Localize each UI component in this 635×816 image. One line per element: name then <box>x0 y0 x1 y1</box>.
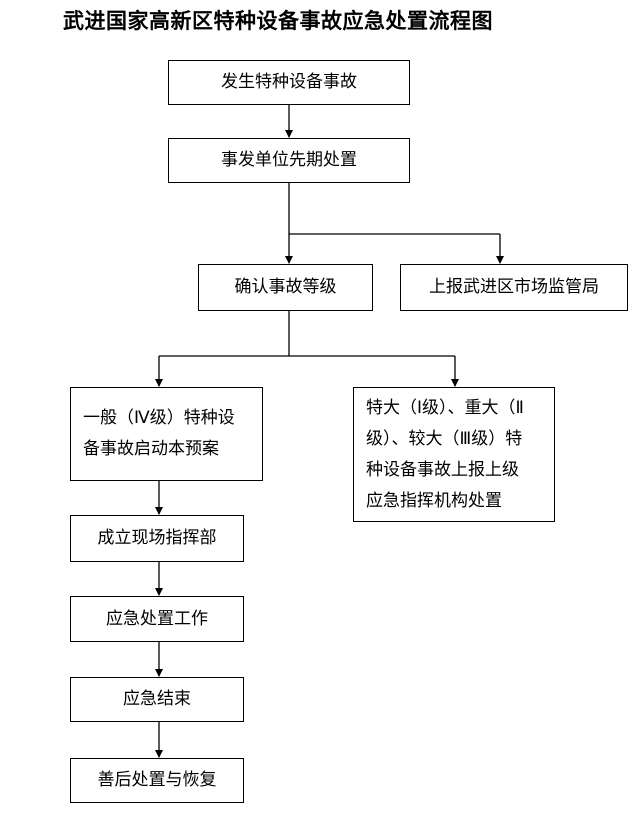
node-confirm-level: 确认事故等级 <box>198 264 373 311</box>
node-major-report-line3: 种设备事故上报上级 <box>366 459 519 480</box>
node-major-report-line2: 级）、较大（Ⅲ级）特 <box>366 428 523 449</box>
node-emergency-work: 应急处置工作 <box>70 596 244 642</box>
node-aftermath-label: 善后处置与恢复 <box>97 770 217 790</box>
node-setup-command: 成立现场指挥部 <box>70 515 244 562</box>
node-setup-command-label: 成立现场指挥部 <box>97 528 217 548</box>
node-aftermath: 善后处置与恢复 <box>70 758 244 803</box>
node-general-plan: 一般（Ⅳ级）特种设 备事故启动本预案 <box>70 387 263 481</box>
node-initial-response: 事发单位先期处置 <box>168 138 410 183</box>
node-general-plan-line1: 一般（Ⅳ级）特种设 <box>83 408 235 428</box>
node-emergency-end: 应急结束 <box>70 677 244 722</box>
node-confirm-level-label: 确认事故等级 <box>234 277 337 297</box>
node-major-report-line4: 应急指挥机构处置 <box>366 490 502 511</box>
node-general-plan-line2: 备事故启动本预案 <box>83 439 219 459</box>
node-major-report-line1: 特大（Ⅰ级）、重大（Ⅱ <box>366 397 524 418</box>
node-report-market-bureau-label: 上报武进区市场监管局 <box>429 277 599 297</box>
node-report-market-bureau: 上报武进区市场监管局 <box>400 264 628 311</box>
node-initial-response-label: 事发单位先期处置 <box>221 150 357 170</box>
page-title: 武进国家高新区特种设备事故应急处置流程图 <box>63 8 493 33</box>
node-emergency-work-label: 应急处置工作 <box>106 608 208 629</box>
node-occur: 发生特种设备事故 <box>168 60 410 105</box>
node-emergency-end-label: 应急结束 <box>123 689 191 709</box>
node-occur-label: 发生特种设备事故 <box>221 72 357 92</box>
node-major-report: 特大（Ⅰ级）、重大（Ⅱ 级）、较大（Ⅲ级）特 种设备事故上报上级 应急指挥机构处… <box>353 387 555 522</box>
